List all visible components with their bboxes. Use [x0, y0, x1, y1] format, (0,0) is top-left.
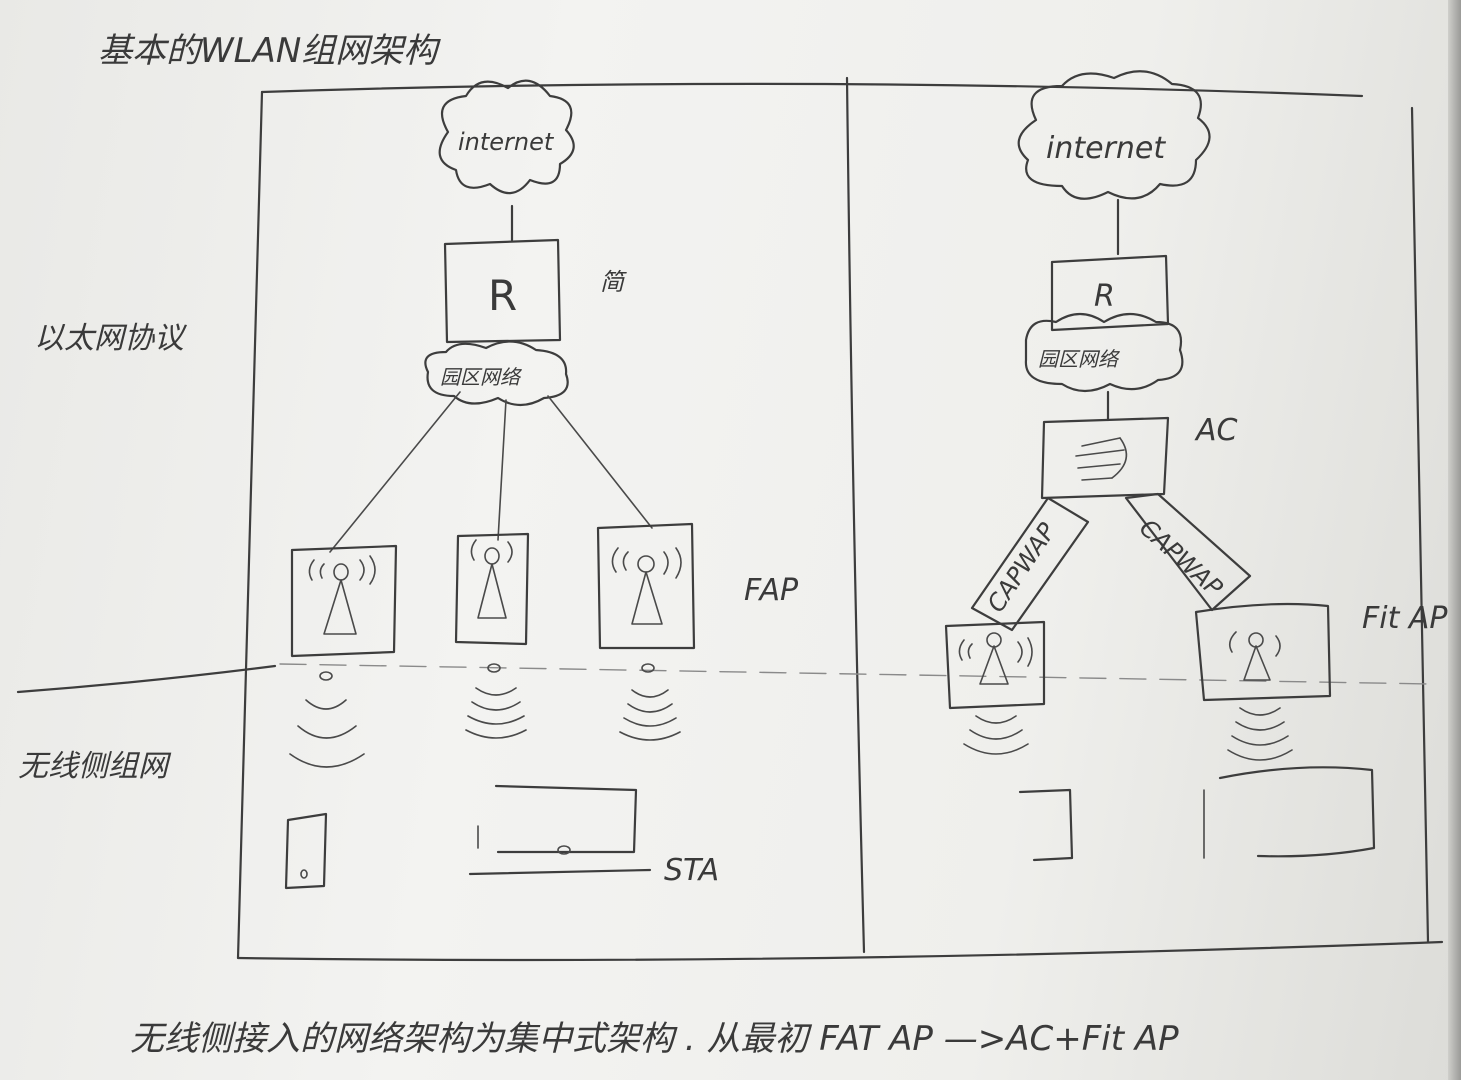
left-router: R	[443, 238, 562, 344]
capwap-left-label: CAPWAP	[982, 517, 1062, 617]
frame-left-line	[236, 90, 264, 960]
left-campus-network-cloud: 园区网络	[424, 340, 569, 407]
left-cloud-label: internet	[458, 128, 555, 156]
side-label-wired: 以太网协议	[34, 321, 188, 356]
right-cloud-label: internet	[1046, 131, 1166, 166]
left-link-ap2	[497, 399, 507, 541]
left-internet-cloud: internet	[438, 79, 575, 195]
left-sta-laptop	[468, 784, 652, 876]
left-network-label: 园区网络	[440, 365, 523, 389]
left-signal-ap1	[289, 671, 365, 768]
frame-right-line	[1410, 106, 1430, 944]
fat-ap-1	[290, 544, 398, 658]
right-signal-ap2	[1227, 707, 1293, 761]
access-controller	[1040, 416, 1170, 500]
wireless-boundary-dashes	[279, 663, 1431, 685]
side-label-wireless: 无线侧组网	[18, 749, 172, 784]
fit-ap-2	[1194, 602, 1332, 702]
right-network-label: 园区网络	[1038, 347, 1121, 371]
wired-wireless-separator	[16, 664, 277, 694]
left-signal-ap2	[465, 663, 527, 739]
footer-note: 无线侧接入的网络架构为集中式架构 . 从最初 FAT AP —>AC+Fit A…	[130, 1019, 1179, 1059]
right-sta-laptop	[1203, 766, 1376, 859]
frame-middle-line	[845, 76, 866, 954]
left-link-ap3	[547, 395, 653, 529]
right-ap-label: Fit AP	[1362, 601, 1448, 636]
left-signal-ap3	[619, 663, 681, 741]
ac-label: AC	[1194, 413, 1238, 448]
diagram-title: 基本的WLAN组网架构	[98, 31, 441, 71]
left-sta-phone	[284, 812, 328, 890]
paper-edge	[1448, 0, 1461, 1080]
left-ap-label: FAP	[744, 573, 799, 608]
fat-ap-3	[596, 522, 696, 650]
right-internet-cloud: internet	[1017, 70, 1211, 200]
left-link-ap1	[329, 391, 461, 553]
right-router-label: R	[1094, 279, 1115, 314]
right-campus-network-cloud: 园区网络	[1024, 312, 1184, 393]
right-signal-ap1	[963, 715, 1029, 755]
left-sta-label: STA	[664, 853, 719, 888]
right-sta-phone	[1018, 788, 1074, 862]
fat-ap-2	[454, 532, 530, 646]
capwap-right-label: CAPWAP	[1134, 514, 1228, 603]
fit-ap-1	[944, 620, 1046, 710]
frame-bottom-line	[236, 940, 1444, 962]
frame-top-line	[260, 82, 1364, 98]
capwap-tunnel-right: CAPWAP	[1124, 492, 1252, 612]
capwap-tunnel-left: CAPWAP	[970, 496, 1090, 632]
left-router-note: 简	[600, 268, 627, 296]
left-router-label: R	[488, 271, 517, 320]
